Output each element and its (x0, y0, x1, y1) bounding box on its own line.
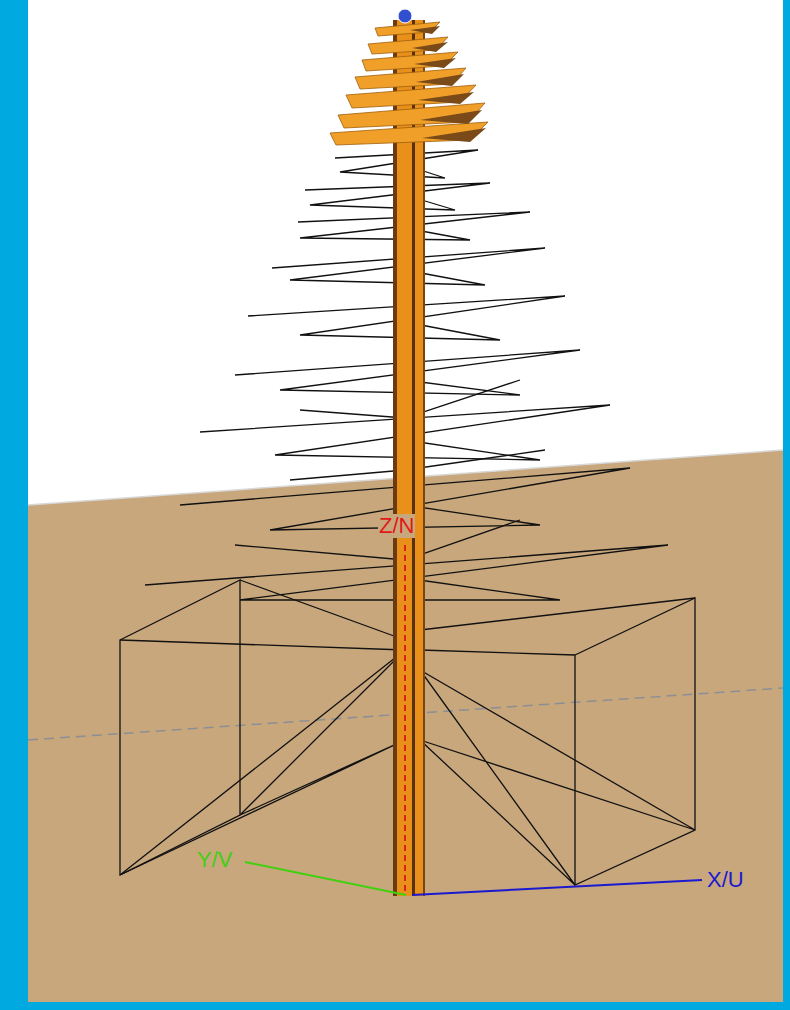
foliage-shadow (410, 26, 486, 142)
y-axis (245, 862, 406, 895)
ground-plane (28, 450, 783, 1002)
axis-label: Z/N (378, 514, 415, 538)
frame-right (783, 0, 790, 1010)
trunk-edge (412, 20, 415, 896)
foliage (330, 22, 488, 145)
top-marker (398, 9, 412, 23)
trunk-edge (423, 20, 425, 896)
root-frame (575, 598, 695, 885)
axis-label: X/U (706, 868, 745, 892)
trunk-edge (393, 20, 397, 896)
z-axis (404, 545, 406, 895)
x-axis (412, 880, 702, 895)
frame-left (0, 0, 28, 1010)
trunk (393, 20, 425, 896)
axis-label: Y/V (196, 848, 233, 872)
frame-bottom (0, 1002, 790, 1010)
root-frame (120, 580, 240, 875)
